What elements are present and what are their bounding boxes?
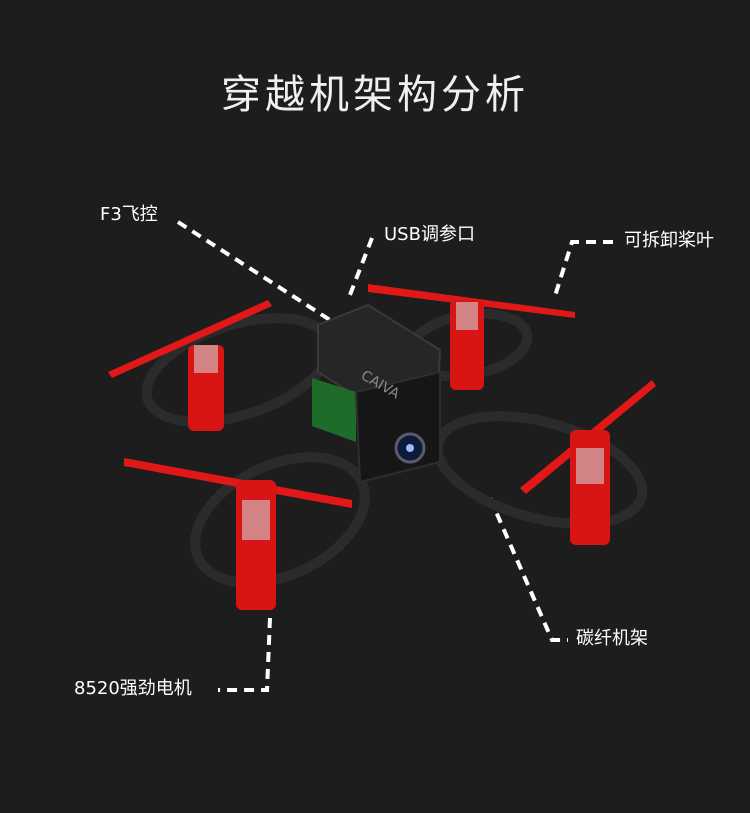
motor-can-rear-right [576, 448, 604, 484]
flight-controller-board [312, 378, 356, 442]
frame-body: CAIVA [312, 303, 442, 484]
label-flight-controller: F3飞控 [100, 204, 158, 225]
motor-rear-left [124, 458, 352, 610]
motor-rear-right [520, 380, 656, 545]
leader-line-usb [346, 237, 374, 301]
camera-lens-glint [406, 444, 414, 452]
propeller-front-left [108, 300, 272, 378]
leader-line-props [553, 240, 613, 297]
frame-loop-rear-left [190, 452, 370, 588]
label-removable-propellers: 可拆卸桨叶 [624, 230, 714, 251]
label-motor: 8520强劲电机 [74, 678, 192, 699]
page-title: 穿越机架构分析 [221, 72, 529, 118]
motor-front-left [108, 300, 272, 431]
leader-line-motor [218, 617, 272, 692]
motor-can-rear-left [242, 500, 270, 540]
leader-line-frame [488, 497, 568, 642]
motor-body-rear-left [236, 480, 276, 610]
leader-line-fc [176, 220, 332, 322]
motor-back-right [368, 284, 575, 390]
motor-can-back-right [456, 302, 478, 330]
label-carbon-frame: 碳纤机架 [576, 628, 648, 649]
leader-lines [176, 220, 613, 692]
motor-can-front-left [194, 345, 218, 373]
label-usb-port: USB调参口 [384, 224, 475, 245]
frame-loop-rear-right [432, 411, 648, 529]
motor-body-rear-right [570, 430, 610, 545]
